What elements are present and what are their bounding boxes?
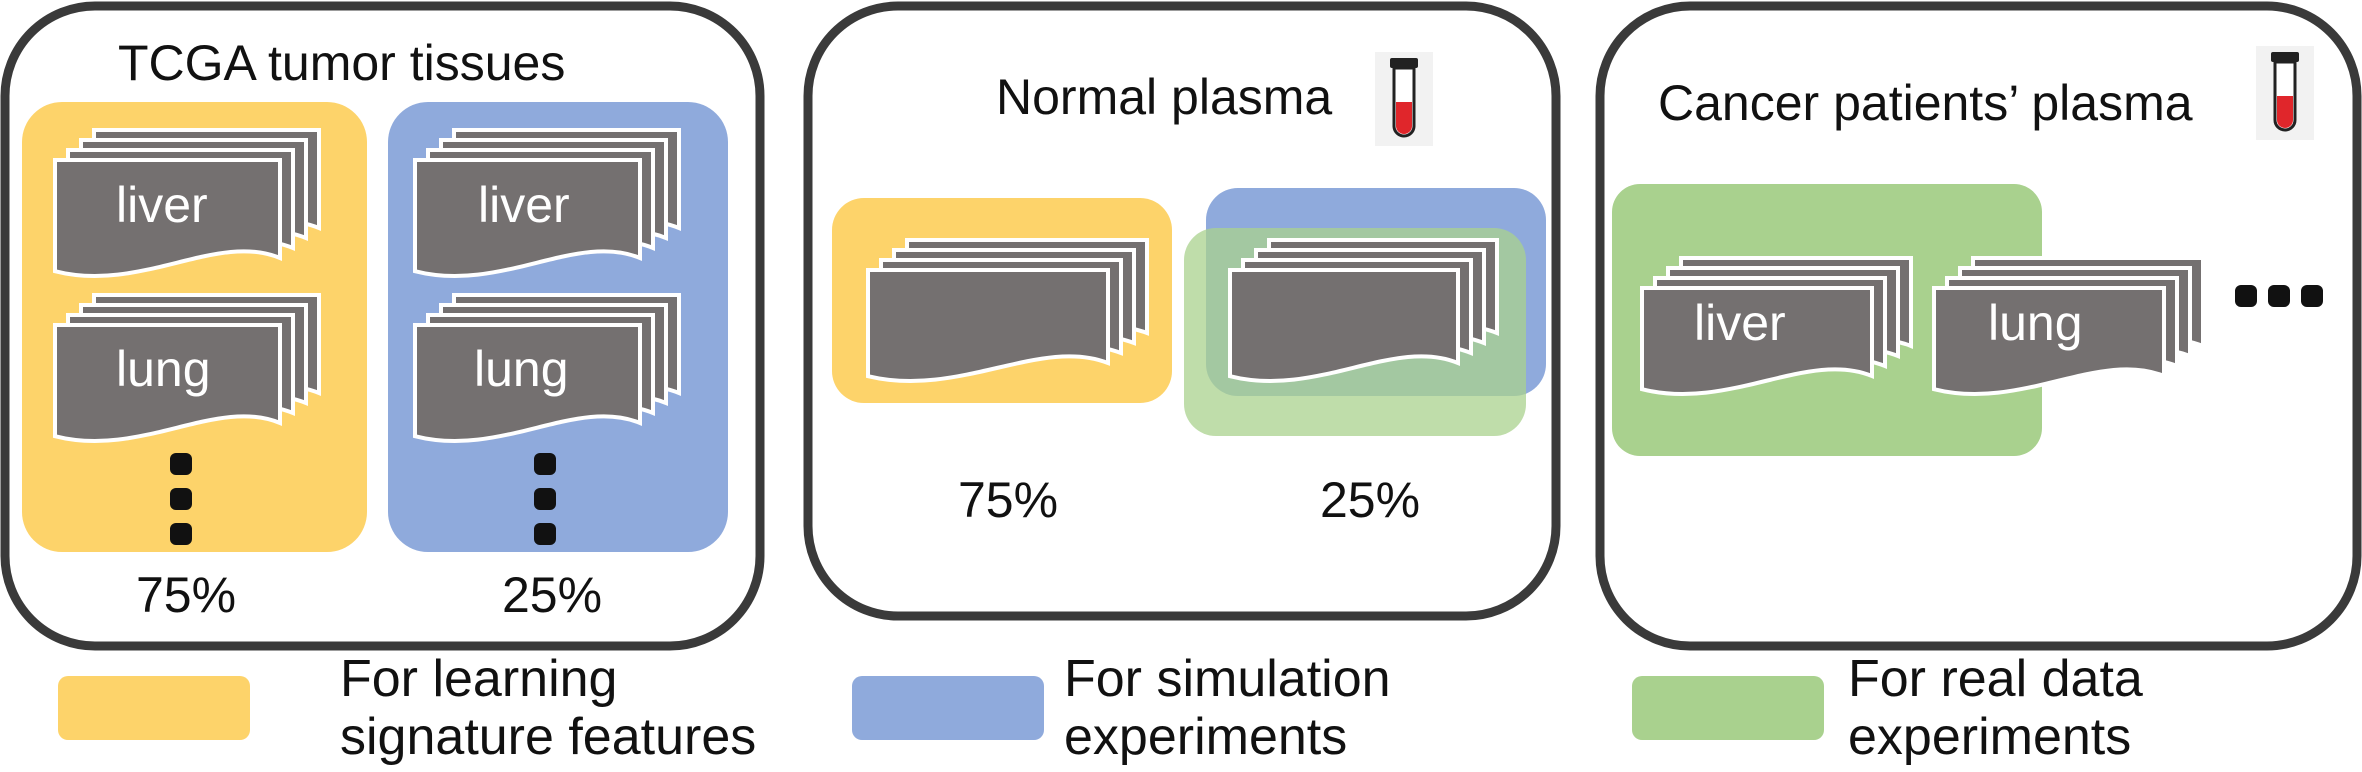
normal-plasma-doc-stack bbox=[866, 238, 1149, 383]
tcga-liver-doc-stack bbox=[413, 128, 681, 278]
legend-text-real-data: For real data experiments bbox=[1848, 650, 2143, 766]
blood-tube-icon bbox=[2256, 46, 2314, 140]
doc-label-lung: lung bbox=[474, 341, 569, 397]
cancer-liver-doc-stack bbox=[1640, 256, 1913, 396]
normal-right-percent: 25% bbox=[1320, 472, 1421, 528]
legend-text-simulation: For simulation experiments bbox=[1064, 650, 1391, 766]
panel-cancer-title: Cancer patients’ plasma bbox=[1658, 75, 2193, 131]
tcga-yellow-more-dots bbox=[170, 453, 192, 545]
panel-tcga-title: TCGA tumor tissues bbox=[118, 35, 566, 91]
normal-left-percent: 75% bbox=[958, 472, 1059, 528]
tcga-lung-doc-stack bbox=[53, 293, 321, 443]
document-page-icon bbox=[866, 268, 1110, 383]
tcga-blue-more-dots bbox=[534, 453, 556, 545]
document-page-icon bbox=[53, 323, 282, 443]
panel-normal-title: Normal plasma bbox=[996, 69, 1333, 125]
tcga-right-percent: 25% bbox=[502, 567, 603, 623]
doc-label-lung: lung bbox=[1988, 295, 2083, 351]
tcga-lung-doc-stack bbox=[413, 293, 681, 443]
doc-label-liver: liver bbox=[478, 177, 570, 233]
document-page-icon bbox=[53, 158, 282, 278]
blood-tube-icon bbox=[1375, 52, 1433, 146]
document-page-icon bbox=[413, 158, 642, 278]
tcga-left-percent: 75% bbox=[136, 567, 237, 623]
normal-plasma-doc-stack bbox=[1228, 238, 1499, 383]
cancer-more-dots bbox=[2235, 285, 2323, 307]
document-page-icon bbox=[1640, 286, 1874, 396]
doc-label-liver: liver bbox=[1694, 295, 1786, 351]
doc-label-liver: liver bbox=[116, 177, 208, 233]
doc-label-lung: lung bbox=[116, 341, 211, 397]
tcga-liver-doc-stack bbox=[53, 128, 321, 278]
legend-swatch-blue bbox=[852, 676, 1044, 740]
cancer-lung-doc-stack bbox=[1932, 256, 2205, 396]
legend-text-learning: For learning signature features bbox=[340, 650, 757, 766]
document-page-icon bbox=[1932, 286, 2166, 396]
document-page-icon bbox=[1228, 268, 1460, 383]
panel-normal-frame bbox=[803, 1, 1561, 621]
document-page-icon bbox=[413, 323, 642, 443]
legend-swatch-green bbox=[1632, 676, 1824, 740]
legend-swatch-yellow bbox=[58, 676, 250, 740]
